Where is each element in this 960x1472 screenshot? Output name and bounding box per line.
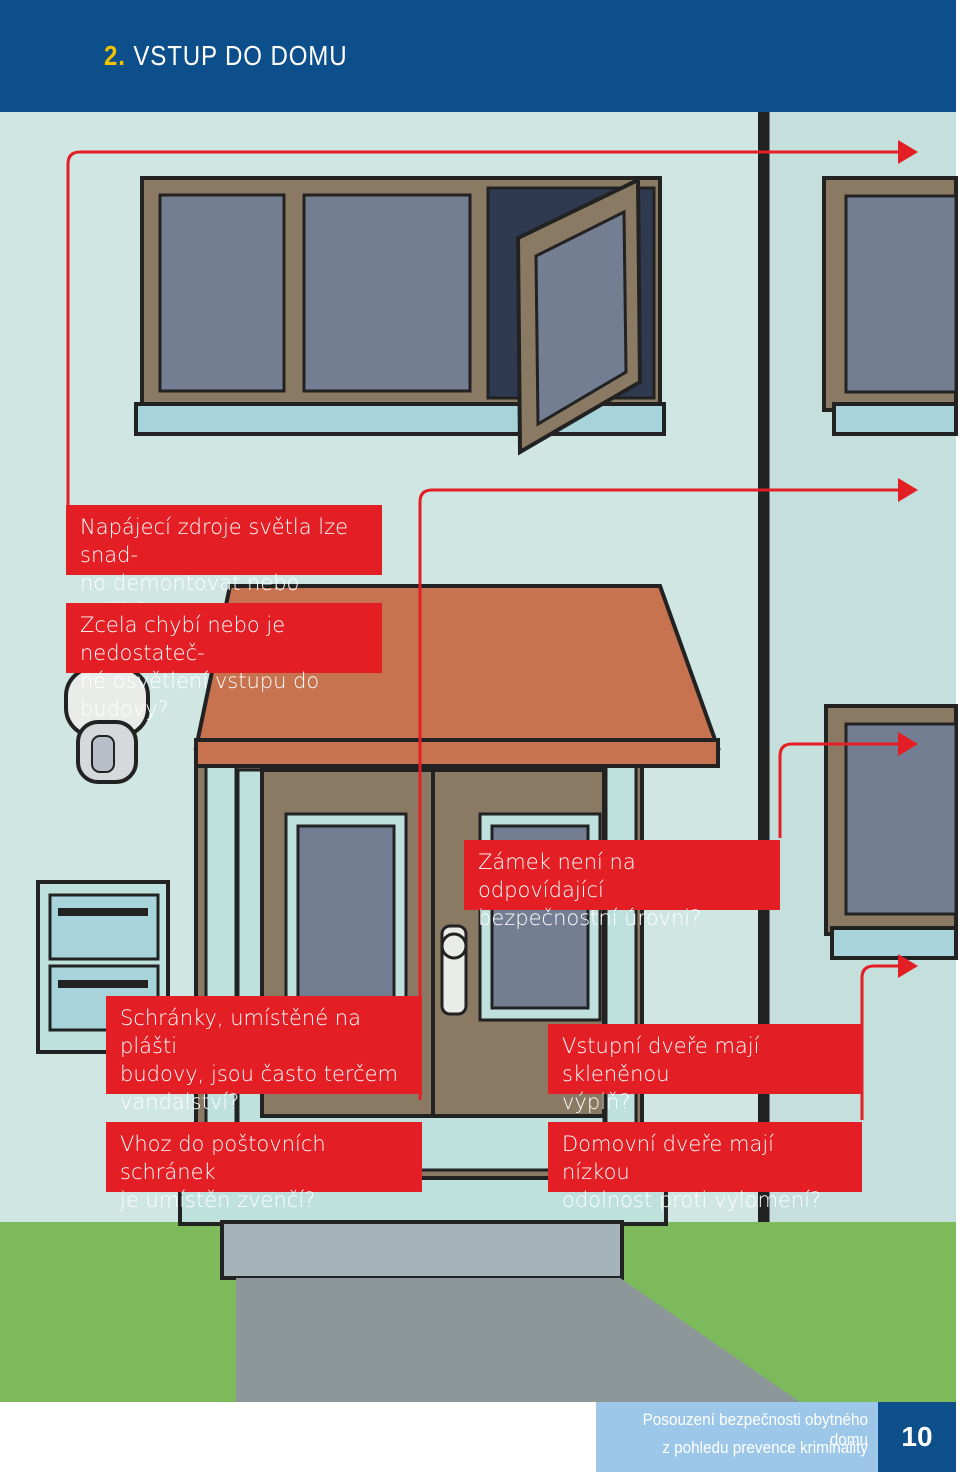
callout-mailboxes: Schránky, umístěné na plášti budovy, jso… xyxy=(106,996,422,1114)
step-lower xyxy=(220,1220,624,1280)
callout-connectors xyxy=(66,150,900,1120)
arrow-heads xyxy=(898,140,918,978)
callout-mail-slot-text: Vhoz do poštovních schránek je umístěn z… xyxy=(120,1132,326,1212)
wall-lamp xyxy=(64,666,150,784)
header-bar xyxy=(0,0,956,112)
wall-pilaster-line xyxy=(758,112,768,1222)
callout-door-strength: Domovní dveře mají nízkou odolnost proti… xyxy=(548,1122,862,1212)
callout-door-strength-text: Domovní dveře mají nízkou odolnost proti… xyxy=(562,1132,822,1212)
callout-lighting: Zcela chybí nebo je nedostateč- né osvět… xyxy=(66,603,382,721)
callout-power-supply: Napájecí zdroje světla lze snad- no demo… xyxy=(66,505,382,623)
callout-glass-text: Vstupní dveře mají skleněnou výplň? xyxy=(562,1034,760,1114)
footer-title-line2: z pohledu prevence kriminality xyxy=(662,1438,868,1457)
callout-glass: Vstupní dveře mají skleněnou výplň? xyxy=(548,1024,862,1114)
upper-right-window xyxy=(822,176,958,436)
callout-lock-text: Zámek není na odpovídající bezpečnostní … xyxy=(478,850,702,930)
section-title: VSTUP DO DOMU xyxy=(133,40,348,71)
footer-band xyxy=(596,1402,878,1472)
page-title: 2. VSTUP DO DOMU xyxy=(104,40,347,72)
section-number: 2. xyxy=(104,40,126,71)
path xyxy=(236,1278,800,1402)
callout-lighting-text: Zcela chybí nebo je nedostateč- né osvět… xyxy=(80,613,320,721)
callout-mailboxes-text: Schránky, umístěné na plášti budovy, jso… xyxy=(120,1006,398,1114)
footer-title-line1: Posouzení bezpečnosti obytného domu xyxy=(642,1410,868,1449)
callout-lock: Zámek není na odpovídající bezpečnostní … xyxy=(464,840,780,930)
page-number: 10 xyxy=(878,1402,956,1472)
callout-mail-slot: Vhoz do poštovních schránek je umístěn z… xyxy=(106,1122,422,1212)
upper-window xyxy=(134,176,666,456)
